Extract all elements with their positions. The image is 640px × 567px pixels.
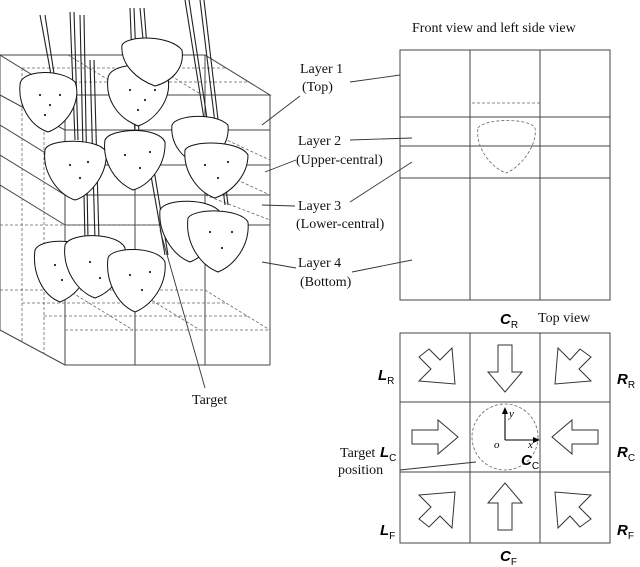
arrow-up-icon: [486, 482, 524, 531]
front-view-title: Front view and left side view: [412, 21, 577, 36]
arrow-up-right-icon: [417, 491, 456, 530]
front-view-grid: [399, 49, 611, 301]
layer-labels: Layer 1 (Top) Layer 2 (Upper-central) La…: [261, 62, 413, 290]
strawberry: [184, 142, 249, 199]
label-CC: CC: [521, 452, 539, 472]
arrow-down-right-icon: [417, 346, 456, 385]
strawberries: [19, 37, 249, 313]
label-RR: RR: [617, 371, 635, 391]
position-labels: CR LR RR LC RC CC LF RF CF: [378, 311, 635, 567]
label-LR: LR: [378, 367, 394, 387]
strawberry: [104, 130, 166, 191]
layer-2-name: Layer 2: [298, 134, 341, 149]
label-LF: LF: [380, 522, 395, 542]
strawberry-target: [107, 248, 166, 313]
layer-4-name: Layer 4: [298, 256, 341, 271]
label-CR: CR: [500, 311, 518, 331]
label-RC: RC: [617, 444, 635, 464]
y-axis-label: y: [508, 408, 514, 420]
layer-1-desc: (Top): [302, 80, 333, 95]
strawberry: [19, 72, 78, 133]
arrow-down-icon: [486, 344, 524, 393]
layer-3-name: Layer 3: [298, 199, 341, 214]
label-CF: CF: [500, 548, 517, 567]
y-axis-arrow-icon: [502, 407, 508, 414]
top-view-title: Top view: [538, 311, 591, 326]
arrow-up-left-icon: [554, 491, 593, 530]
layer-1-name: Layer 1: [300, 62, 343, 77]
strawberry-grid-3d: [0, 0, 272, 366]
strawberry: [121, 37, 183, 87]
target-label: Target: [192, 393, 227, 408]
label-LC: LC: [380, 444, 396, 464]
label-RF: RF: [617, 522, 634, 542]
layer-2-desc: (Upper-central): [296, 153, 383, 168]
arrow-right-icon: [411, 418, 459, 456]
top-view-grid: y x o: [399, 332, 611, 544]
target-position-circle: [471, 403, 539, 471]
strawberry: [44, 140, 107, 201]
origin-label: o: [494, 439, 500, 451]
target-position-label-line1: Target: [340, 446, 375, 461]
target-region-outline: [477, 120, 536, 174]
target-leader-line: [159, 229, 206, 389]
layer-4-desc: (Bottom): [300, 275, 352, 290]
grid-left-bottom-edge: [0, 329, 66, 366]
arrow-down-left-icon: [554, 346, 593, 385]
layer-3-desc: (Lower-central): [296, 217, 385, 232]
strawberry: [187, 210, 249, 273]
x-axis-arrow-icon: [533, 437, 540, 443]
target-position-label-line2: position: [338, 463, 383, 478]
x-axis-label: x: [527, 439, 533, 451]
target-position-leader: [399, 461, 477, 471]
arrow-left-icon: [551, 418, 599, 456]
